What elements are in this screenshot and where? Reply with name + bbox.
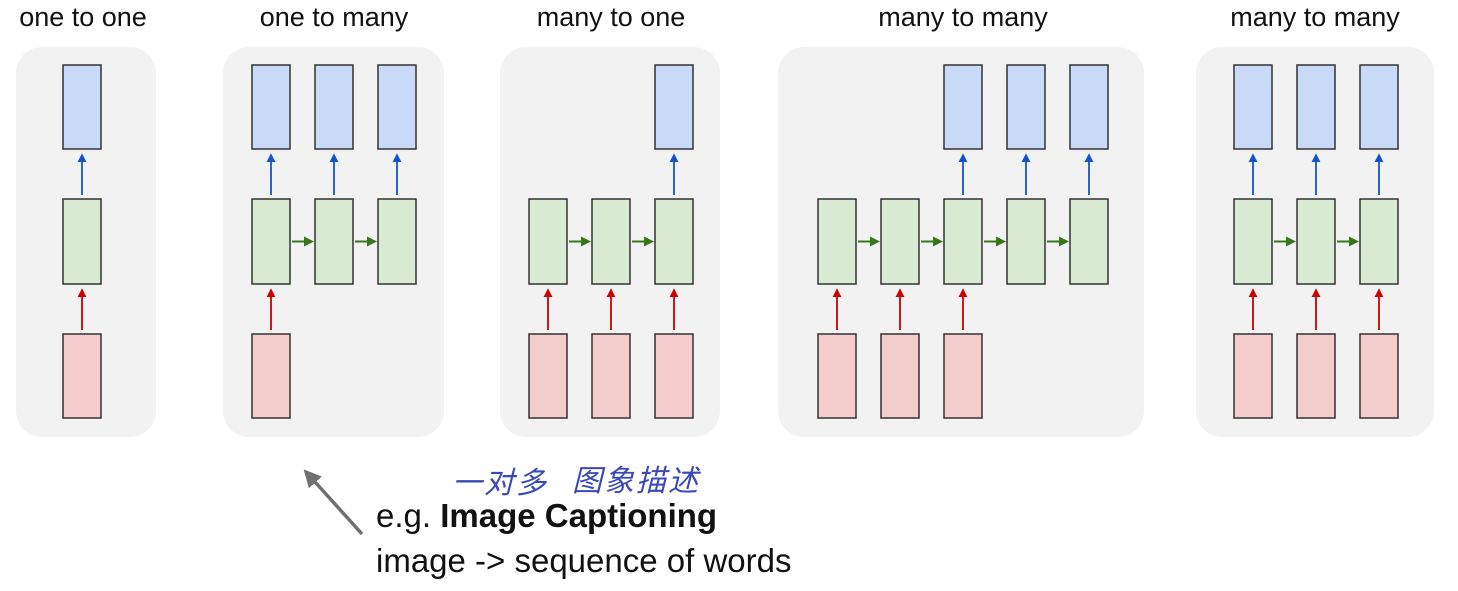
- panel-3-hidden-state: [591, 198, 631, 285]
- panel-4-output-box: [943, 64, 983, 150]
- panel-3-hidden-state: [528, 198, 568, 285]
- caption-description: image -> sequence of words: [376, 542, 792, 579]
- panel-4-input-box: [943, 333, 983, 419]
- panel-4-output-box: [1069, 64, 1109, 150]
- panel-4-hidden-state: [1006, 198, 1046, 285]
- panel-1-input-box: [62, 333, 102, 419]
- panel-1-hidden-state: [62, 198, 102, 285]
- panel-4-hidden-state: [817, 198, 857, 285]
- panel-3-output-box: [654, 64, 694, 150]
- caption-example: e.g. Image Captioning: [376, 497, 717, 535]
- panel-3-input-box: [528, 333, 568, 419]
- panel-5-title: many to many: [1230, 2, 1400, 32]
- panel-2-hidden-state: [377, 198, 417, 285]
- panel-2-title: one to many: [260, 2, 409, 32]
- panel-2-output-box: [314, 64, 354, 150]
- panel-5-output-box: [1296, 64, 1336, 150]
- panel-3-title: many to one: [537, 2, 686, 32]
- panel-1-title: one to one: [19, 2, 147, 32]
- panel-4-input-box: [817, 333, 857, 419]
- panel-2-output-box: [251, 64, 291, 150]
- panel-2-output-box: [377, 64, 417, 150]
- panel-5-hidden-state: [1296, 198, 1336, 285]
- caption-prefix: e.g.: [376, 497, 441, 534]
- caption-task-name: Image Captioning: [440, 497, 718, 534]
- panel-3-hidden-state: [654, 198, 694, 285]
- panel-4-input-box: [880, 333, 920, 419]
- panel-5-input-box: [1233, 333, 1273, 419]
- panel-5-output-box: [1233, 64, 1273, 150]
- panel-4-hidden-state: [943, 198, 983, 285]
- handwritten-note-one-to-many: 一对多: [452, 466, 548, 501]
- handwritten-note-image-captioning: 图象描述: [572, 464, 700, 499]
- panel-2-hidden-state: [251, 198, 291, 285]
- panel-5-input-box: [1359, 333, 1399, 419]
- panel-4-hidden-state: [880, 198, 920, 285]
- panel-2-input-box: [251, 333, 291, 419]
- panel-3-input-box: [591, 333, 631, 419]
- panel-1-output-box: [62, 64, 102, 150]
- panel-4-output-box: [1006, 64, 1046, 150]
- pointer-arrow: [303, 469, 364, 536]
- panel-5-input-box: [1296, 333, 1336, 419]
- panel-5-hidden-state: [1233, 198, 1273, 285]
- panel-5-hidden-state: [1359, 198, 1399, 285]
- panel-3-input-box: [654, 333, 694, 419]
- panel-5-output-box: [1359, 64, 1399, 150]
- panel-2-hidden-state: [314, 198, 354, 285]
- panel-4-hidden-state: [1069, 198, 1109, 285]
- panel-4-title: many to many: [878, 2, 1048, 32]
